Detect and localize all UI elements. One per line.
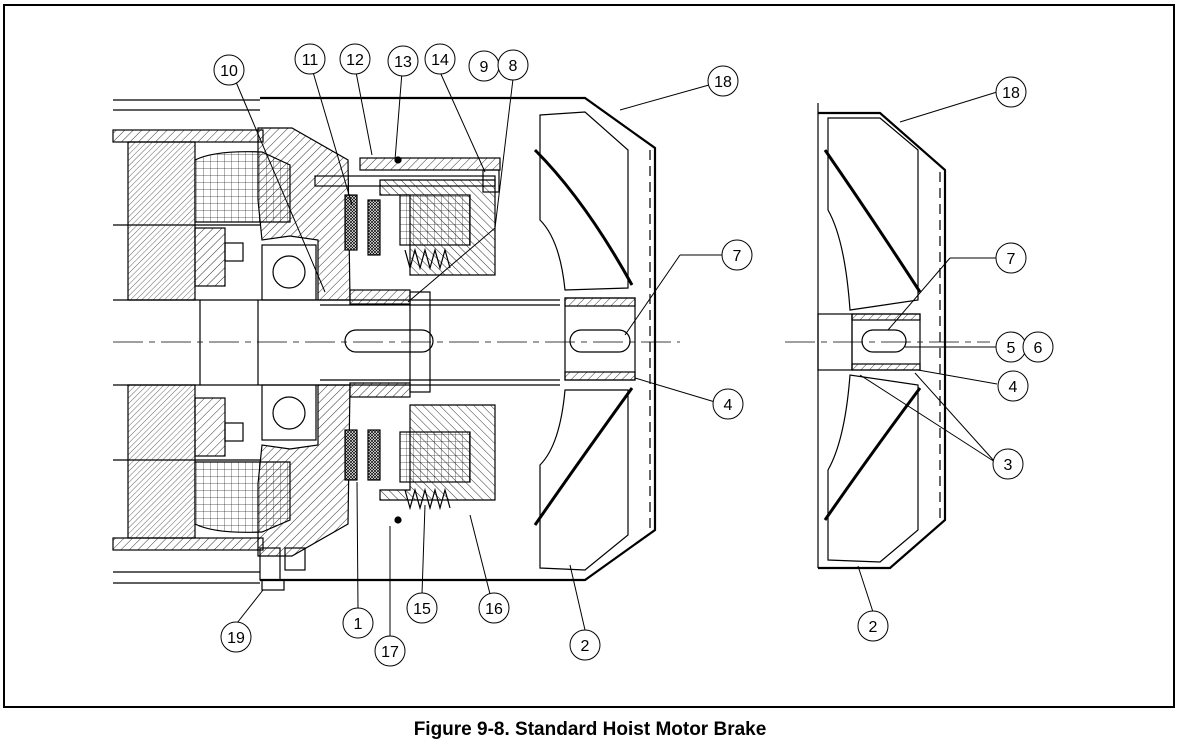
- callout-1: 1: [342, 607, 374, 639]
- svg-text:16: 16: [485, 601, 503, 618]
- callout-12: 12: [339, 43, 371, 75]
- callout-9: 9: [468, 50, 500, 82]
- svg-text:9: 9: [480, 59, 489, 76]
- fan-detail-view: [785, 103, 990, 570]
- svg-text:15: 15: [413, 601, 431, 618]
- callout-2-main: 2: [569, 629, 601, 661]
- svg-text:7: 7: [1007, 251, 1016, 268]
- callout-17: 17: [374, 635, 406, 667]
- callout-2-detail: 2: [857, 610, 889, 642]
- svg-text:17: 17: [381, 644, 399, 661]
- callout-18-detail: 18: [995, 76, 1027, 108]
- callout-15: 15: [406, 592, 438, 624]
- svg-text:6: 6: [1034, 340, 1043, 357]
- svg-text:19: 19: [227, 630, 245, 647]
- svg-text:2: 2: [869, 619, 878, 636]
- callout-16: 16: [478, 592, 510, 624]
- svg-text:10: 10: [220, 63, 238, 80]
- svg-text:14: 14: [431, 52, 449, 69]
- svg-text:3: 3: [1004, 457, 1013, 474]
- callout-3: 3: [992, 448, 1024, 480]
- callout-14: 14: [424, 43, 456, 75]
- svg-text:18: 18: [1002, 85, 1020, 102]
- main-assembly-section: [112, 96, 680, 591]
- callout-13: 13: [387, 45, 419, 77]
- callout-7-main: 7: [721, 239, 753, 271]
- svg-text:18: 18: [714, 74, 732, 91]
- callout-8: 8: [497, 49, 529, 81]
- svg-text:4: 4: [1009, 379, 1018, 396]
- callout-4-main: 4: [712, 388, 744, 420]
- callout-19: 19: [220, 621, 252, 653]
- svg-text:8: 8: [509, 58, 518, 75]
- callout-10: 10: [213, 54, 245, 86]
- leader-lines: [235, 71, 998, 637]
- svg-text:1: 1: [354, 616, 363, 633]
- svg-text:12: 12: [346, 52, 364, 69]
- svg-text:5: 5: [1007, 340, 1016, 357]
- svg-text:4: 4: [724, 397, 733, 414]
- svg-text:7: 7: [733, 248, 742, 265]
- figure-frame: [3, 4, 1175, 708]
- callout-11: 11: [294, 43, 326, 75]
- svg-text:2: 2: [581, 638, 590, 655]
- callout-7-detail: 7: [995, 242, 1027, 274]
- callout-5: 5: [995, 331, 1027, 363]
- callout-18-main: 18: [707, 65, 739, 97]
- callout-4-detail: 4: [997, 370, 1029, 402]
- svg-text:11: 11: [302, 52, 319, 69]
- svg-text:13: 13: [394, 54, 412, 71]
- callout-6: 6: [1022, 331, 1054, 363]
- figure-caption: Figure 9-8. Standard Hoist Motor Brake: [413, 719, 767, 740]
